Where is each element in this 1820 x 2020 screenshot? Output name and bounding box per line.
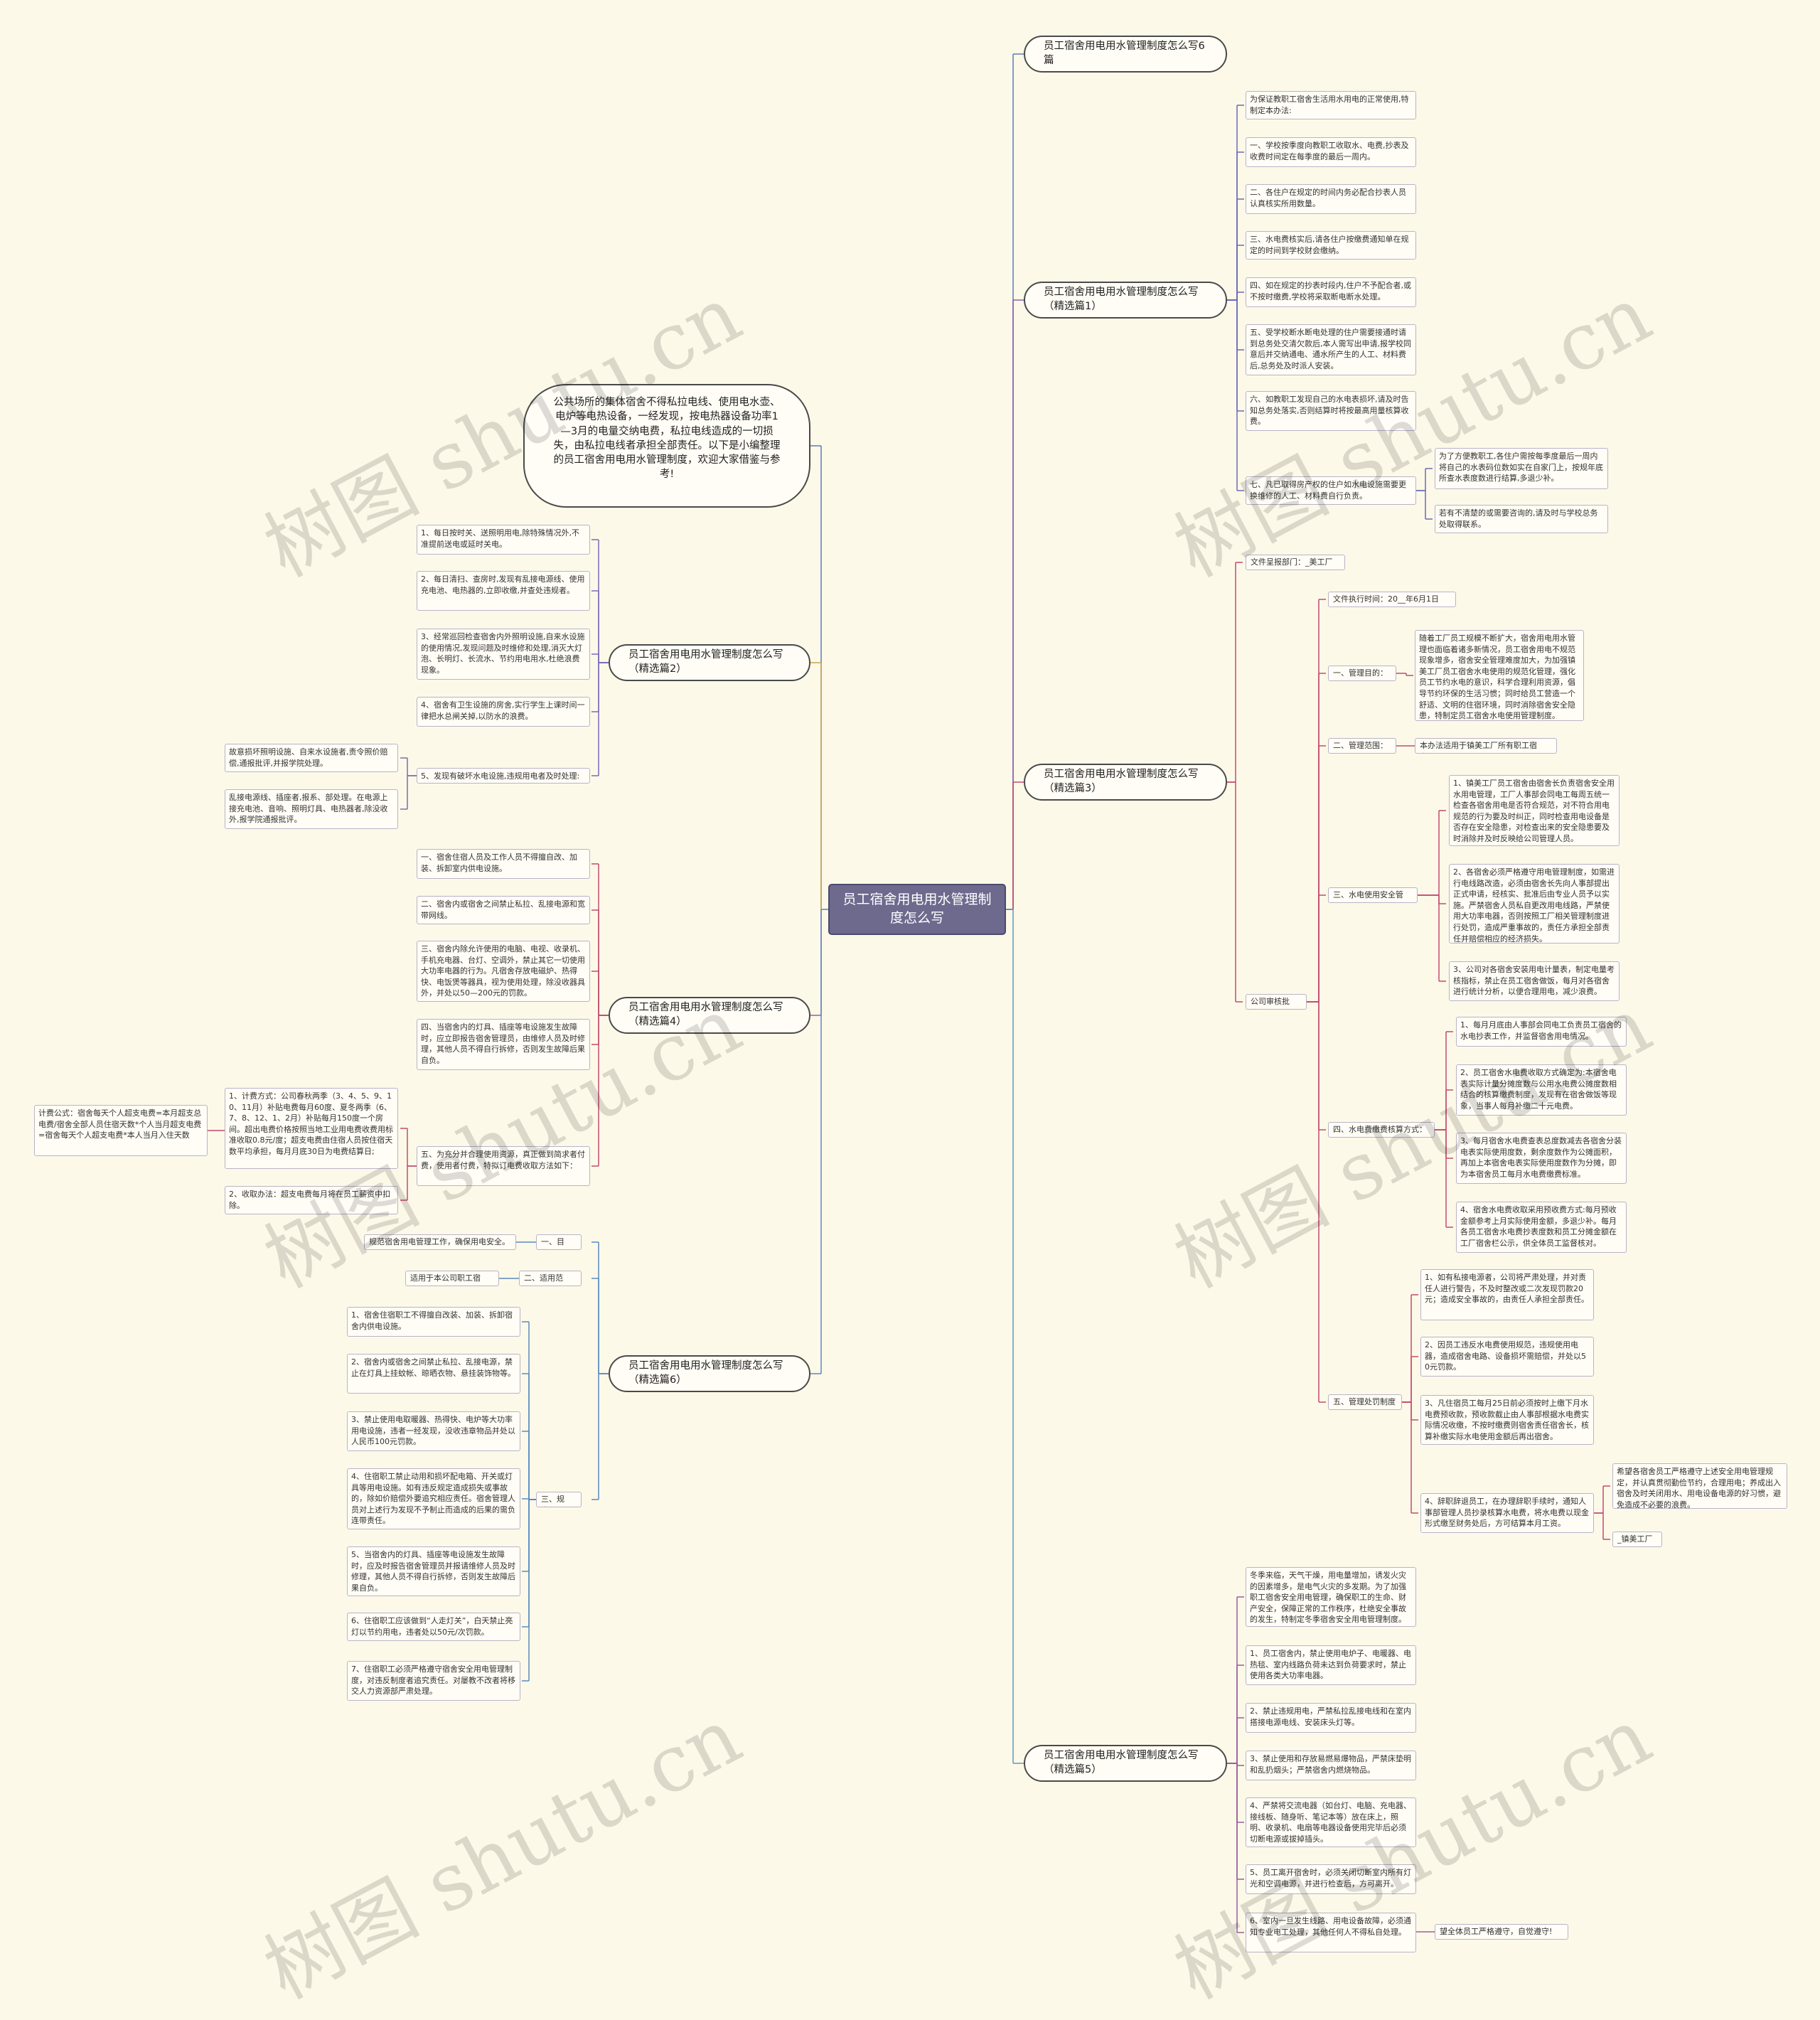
sub-r3-3[interactable]: 三、水电使用安全管理： [1328, 887, 1418, 903]
item-r5-4[interactable]: 4、严禁将交流电器（如台灯、电脑、充电器、接线板、随身听、笔记本等）放在床上，照… [1246, 1797, 1416, 1847]
item-r1-4[interactable]: 四、如在规定的抄表时段内,住户不予配合者,或不按时缴费,学校将采取断电断水处理。 [1246, 277, 1416, 307]
item-r5-1[interactable]: 1、员工宿舍内，禁止使用电炉子、电暖器、电热毯、室内线路负荷未达到负荷要求时，禁… [1246, 1645, 1416, 1685]
item-r1-7-1[interactable]: 若有不清楚的或需要咨询的,请及时与学校总务处取得联系。 [1435, 505, 1608, 533]
r3-penalty-0[interactable]: 1、如有私接电源者，公司将严肃处理，并对责任人进行警告，不及时整改或二次发现罚款… [1420, 1269, 1594, 1320]
l2-rule-3[interactable]: 4、住宿职工禁止动用和损坏配电箱、开关或灯具等用电设施。如有违反规定造成损失或事… [347, 1468, 520, 1529]
item-r1-6[interactable]: 六、如教职工发现自己的水电表损坏,请及时告知总务处落实,否则结算时将按最高用量核… [1246, 391, 1416, 431]
r3-closing[interactable]: 希望各宿舍员工严格遵守上述安全用电管理规定，并认真贯彻勤俭节约，合理用电；养成出… [1612, 1463, 1787, 1509]
central-topic[interactable]: 员工宿舍用电用水管理制度怎么写 [828, 884, 1006, 935]
branch-left-2[interactable]: 员工宿舍用电用水管理制度怎么写（精选篇6） [609, 1355, 810, 1392]
sub-l2-0[interactable]: 一、目的： [536, 1234, 582, 1250]
l2-purpose[interactable]: 规范宿舍用电管理工作，确保用电安全。 [364, 1234, 516, 1250]
r3-fee-0[interactable]: 1、每月月底由人事部会同电工负责员工宿舍的水电抄表工作，并监督宿舍用电情况。 [1456, 1017, 1627, 1047]
l2-rule-5[interactable]: 6、住宿职工应该做到“人走灯关”，白天禁止亮灯以节约用电，违者处以50元/次罚款… [347, 1613, 520, 1641]
sub-r3-2[interactable]: 二、管理范围： [1328, 738, 1396, 754]
r3-scope[interactable]: 本办法适用于镇美工厂所有职工宿舍。 [1415, 738, 1557, 754]
r3-fee-3[interactable]: 4、宿舍水电费收取采用预收费方式:每月预收金额参考上月实际使用金额，多退少补。每… [1456, 1202, 1627, 1253]
item-r5-3[interactable]: 3、禁止使用和存放易燃易爆物品，严禁床垫明和乱扔烟头；严禁宿舍内燃烧物品。 [1246, 1751, 1416, 1780]
item-r1-0[interactable]: 为保证教职工宿舍生活用水用电的正常使用,特制定本办法: [1246, 91, 1416, 119]
r3-safety-0[interactable]: 1、镇美工厂员工宿舍由宿舍长负责宿舍安全用水用电管理，工厂人事部会同电工每周五统… [1449, 775, 1620, 846]
item-l0-1[interactable]: 2、每日清扫、查房时,发现有乱接电源线、使用充电池、电热器的,立即收缴,并查处违… [417, 571, 590, 611]
branch-right-1[interactable]: 员工宿舍用电用水管理制度怎么写（精选篇1） [1024, 282, 1227, 319]
l2-rule-1[interactable]: 2、宿舍内或宿舍之间禁止私拉、乱接电源，禁止在灯具上挂蚊帐、晾晒衣物、悬挂装饰物… [347, 1354, 520, 1394]
item-r1-2[interactable]: 二、各住户在规定的时间内务必配合抄表人员认真核实所用数量。 [1246, 184, 1416, 214]
r3-purpose[interactable]: 随着工厂员工规模不断扩大，宿舍用电用水管理也面临着诸多新情况，员工宿舍用电不规范… [1415, 630, 1584, 721]
r3-penalty-3[interactable]: 4、辞职辞退员工，在办理辞职手续时，通知人事部管理人员抄录核算水电费，将水电费以… [1420, 1493, 1594, 1533]
l2-rule-0[interactable]: 1、宿舍住宿职工不得擅自改装、加装、拆卸宿舍内供电设施。 [347, 1307, 520, 1337]
sub-l2-1[interactable]: 二、适用范围： [519, 1271, 582, 1286]
item-l1-4-1[interactable]: 2、收取办法：超支电费每月将在员工薪资中扣除。 [225, 1186, 398, 1214]
item-l1-3[interactable]: 四、当宿舍内的灯具、插座等电设施发生故障时，应立即报告宿舍管理员，由维修人员及时… [417, 1019, 590, 1070]
branch-right-0[interactable]: 员工宿舍用电用水管理制度怎么写6篇 [1024, 36, 1227, 73]
item-l1-4[interactable]: 五、为充分并合理使用资源，真正做到简求者付费，使用者付费，特拟订电费收取方法如下… [417, 1146, 590, 1186]
r3-safety-1[interactable]: 2、各宿舍必须严格遵守用电管理制度，如需进行电线路改造，必须由宿舍长先向人事部提… [1449, 864, 1620, 944]
item-r1-7-0[interactable]: 为了方便教职工,各住户需按每季度最后一周内将自己的水表码位数如实在自家门上，按规… [1435, 448, 1608, 489]
fee-formula[interactable]: 计费公式：宿舍每天个人超支电费=本月超支总电费/宿舍全部人员住宿天数*个人当月超… [34, 1105, 208, 1156]
item-r1-7[interactable]: 七、凡已取得房产权的住户如水电设施需要更换维修的人工、材料费自行负责。 [1246, 476, 1416, 505]
item-r5-0[interactable]: 冬季来临，天气干燥，用电量增加，诱发火灾的因素增多，是电气火灾的多发期。为了加强… [1246, 1567, 1416, 1627]
item-l0-2[interactable]: 3、经常巡回检查宿舍内外照明设施,自来水设施的使用情况,发现问题及时维修和处理,… [417, 629, 590, 680]
item-l0-4-0[interactable]: 故意损坏照明设施、自来水设施者,责令照价赔偿,通报批评,并报学院处理。 [225, 744, 398, 772]
item-r1-5[interactable]: 五、受学校断水断电处理的住户需要接通时请到总务处交清欠款后,本人需写出申请,报学… [1246, 324, 1416, 375]
sub-l2-2[interactable]: 三、规定： [536, 1492, 582, 1507]
item-r5-2[interactable]: 2、禁止违规用电，严禁私拉乱接电线和在室内搭接电源电线、安装床头灯等。 [1246, 1703, 1416, 1733]
sub-r3-4[interactable]: 四、水电费缴费核算方式： [1328, 1122, 1435, 1138]
item-l1-0[interactable]: 一、宿舍住宿人员及工作人员不得擅自改、加装、拆卸室内供电设施。 [417, 849, 590, 879]
item-r5-6[interactable]: 6、室内一旦发生线路、用电设备故障，必须通知专业电工处理，其他任何人不得私自处理… [1246, 1913, 1416, 1952]
item-l0-4[interactable]: 5、发现有破坏水电设施,违规用电者及时处理: [417, 768, 590, 784]
r3-penalty-2[interactable]: 3、凡住宿员工每月25日前必须按时上缴下月水电费预收款，预收款截止由人事部根据水… [1420, 1395, 1594, 1445]
file-dept[interactable]: 文件呈报部门：_美工厂 [1246, 555, 1345, 570]
item-r5-5[interactable]: 5、员工离开宿舍时，必须关闭切断室内所有灯光和空调电源，并进行检查后，方可离开。 [1246, 1864, 1416, 1894]
approval-label[interactable]: 公司审核批准： [1246, 994, 1307, 1010]
l2-rule-6[interactable]: 7、住宿职工必须严格遵守宿舍安全用电管理制度，对违反制度者追究责任。对屡教不改者… [347, 1661, 520, 1701]
r3-safety-2[interactable]: 3、公司对各宿舍安装用电计量表，制定电量考核指标，禁止在员工宿舍做饭，每月对各宿… [1449, 961, 1620, 1001]
r3-fee-1[interactable]: 2、员工宿舍水电费收取方式确定为:本宿舍电表实际计量分摊度数与公用水电费公摊度数… [1456, 1064, 1627, 1116]
item-l0-4-1[interactable]: 乱接电源线、插座者,报系、部处理。在电源上接充电池、音响、照明灯具、电热器者,除… [225, 789, 398, 829]
r3-penalty-1[interactable]: 2、因员工违反水电费使用规范，违规使用电器，造成宿舍电路、设备损坏需赔偿，并处以… [1420, 1337, 1594, 1377]
item-l1-1[interactable]: 二、宿舍内或宿舍之间禁止私拉、乱接电源和宽带网线。 [417, 896, 590, 924]
l2-scope[interactable]: 适用于本公司职工宿舍。 [405, 1271, 499, 1286]
r5-closing[interactable]: 望全体员工严格遵守，自觉遵守! [1435, 1924, 1568, 1940]
sub-r3-1[interactable]: 一、管理目的： [1328, 666, 1396, 681]
sub-r3-0[interactable]: 文件执行时间：20__年6月1日 [1328, 592, 1456, 607]
r3-signature[interactable]: _镇美工厂 [1612, 1532, 1662, 1547]
intro-text[interactable]: 公共场所的集体宿舍不得私拉电线、使用电水壶、电炉等电热设备，一经发现，按电热器设… [523, 384, 810, 508]
item-l1-2[interactable]: 三、宿舍内除允许使用的电脑、电视、收录机、手机充电器、台灯、空调外，禁止其它一切… [417, 941, 590, 1002]
item-r1-3[interactable]: 三、水电费核实后,请各住户按缴费通知单在规定的时间到学校财会缴纳。 [1246, 231, 1416, 260]
item-r1-1[interactable]: 一、学校按季度向教职工收取水、电费,抄表及收费时间定在每季度的最后一周内。 [1246, 137, 1416, 167]
branch-right-2[interactable]: 员工宿舍用电用水管理制度怎么写（精选篇3） [1024, 764, 1227, 801]
sub-r3-5[interactable]: 五、管理处罚制度 [1328, 1394, 1402, 1410]
branch-left-0[interactable]: 员工宿舍用电用水管理制度怎么写（精选篇2） [609, 644, 810, 681]
branch-right-3[interactable]: 员工宿舍用电用水管理制度怎么写（精选篇5） [1024, 1745, 1227, 1782]
r3-fee-2[interactable]: 3、每月宿舍水电费查表总度数减去各宿舍分装电表实际使用度数，剩余度数作为公摊面积… [1456, 1133, 1627, 1184]
l2-rule-4[interactable]: 5、当宿舍内的灯具、插座等电设施发生故障时，应及时报告宿舍管理员并报请维修人员及… [347, 1546, 520, 1596]
item-l0-0[interactable]: 1、每日按时关、送照明用电,除特殊情况外,不准提前送电或延时关电。 [417, 525, 590, 555]
item-l1-4-0[interactable]: 1、计费方式：公司春秋两季（3、4、5、9、10、11月）补贴电费每月60度、夏… [225, 1088, 398, 1169]
branch-left-1[interactable]: 员工宿舍用电用水管理制度怎么写（精选篇4） [609, 997, 810, 1034]
item-l0-3[interactable]: 4、宿舍有卫生设施的房舍,实行学生上课时间一律把水总闸关掉,以防水的浪费。 [417, 697, 590, 727]
l2-rule-2[interactable]: 3、禁止使用电取暖器、热得快、电炉等大功率用电设施，违者一经发现，没收违章物品并… [347, 1411, 520, 1451]
